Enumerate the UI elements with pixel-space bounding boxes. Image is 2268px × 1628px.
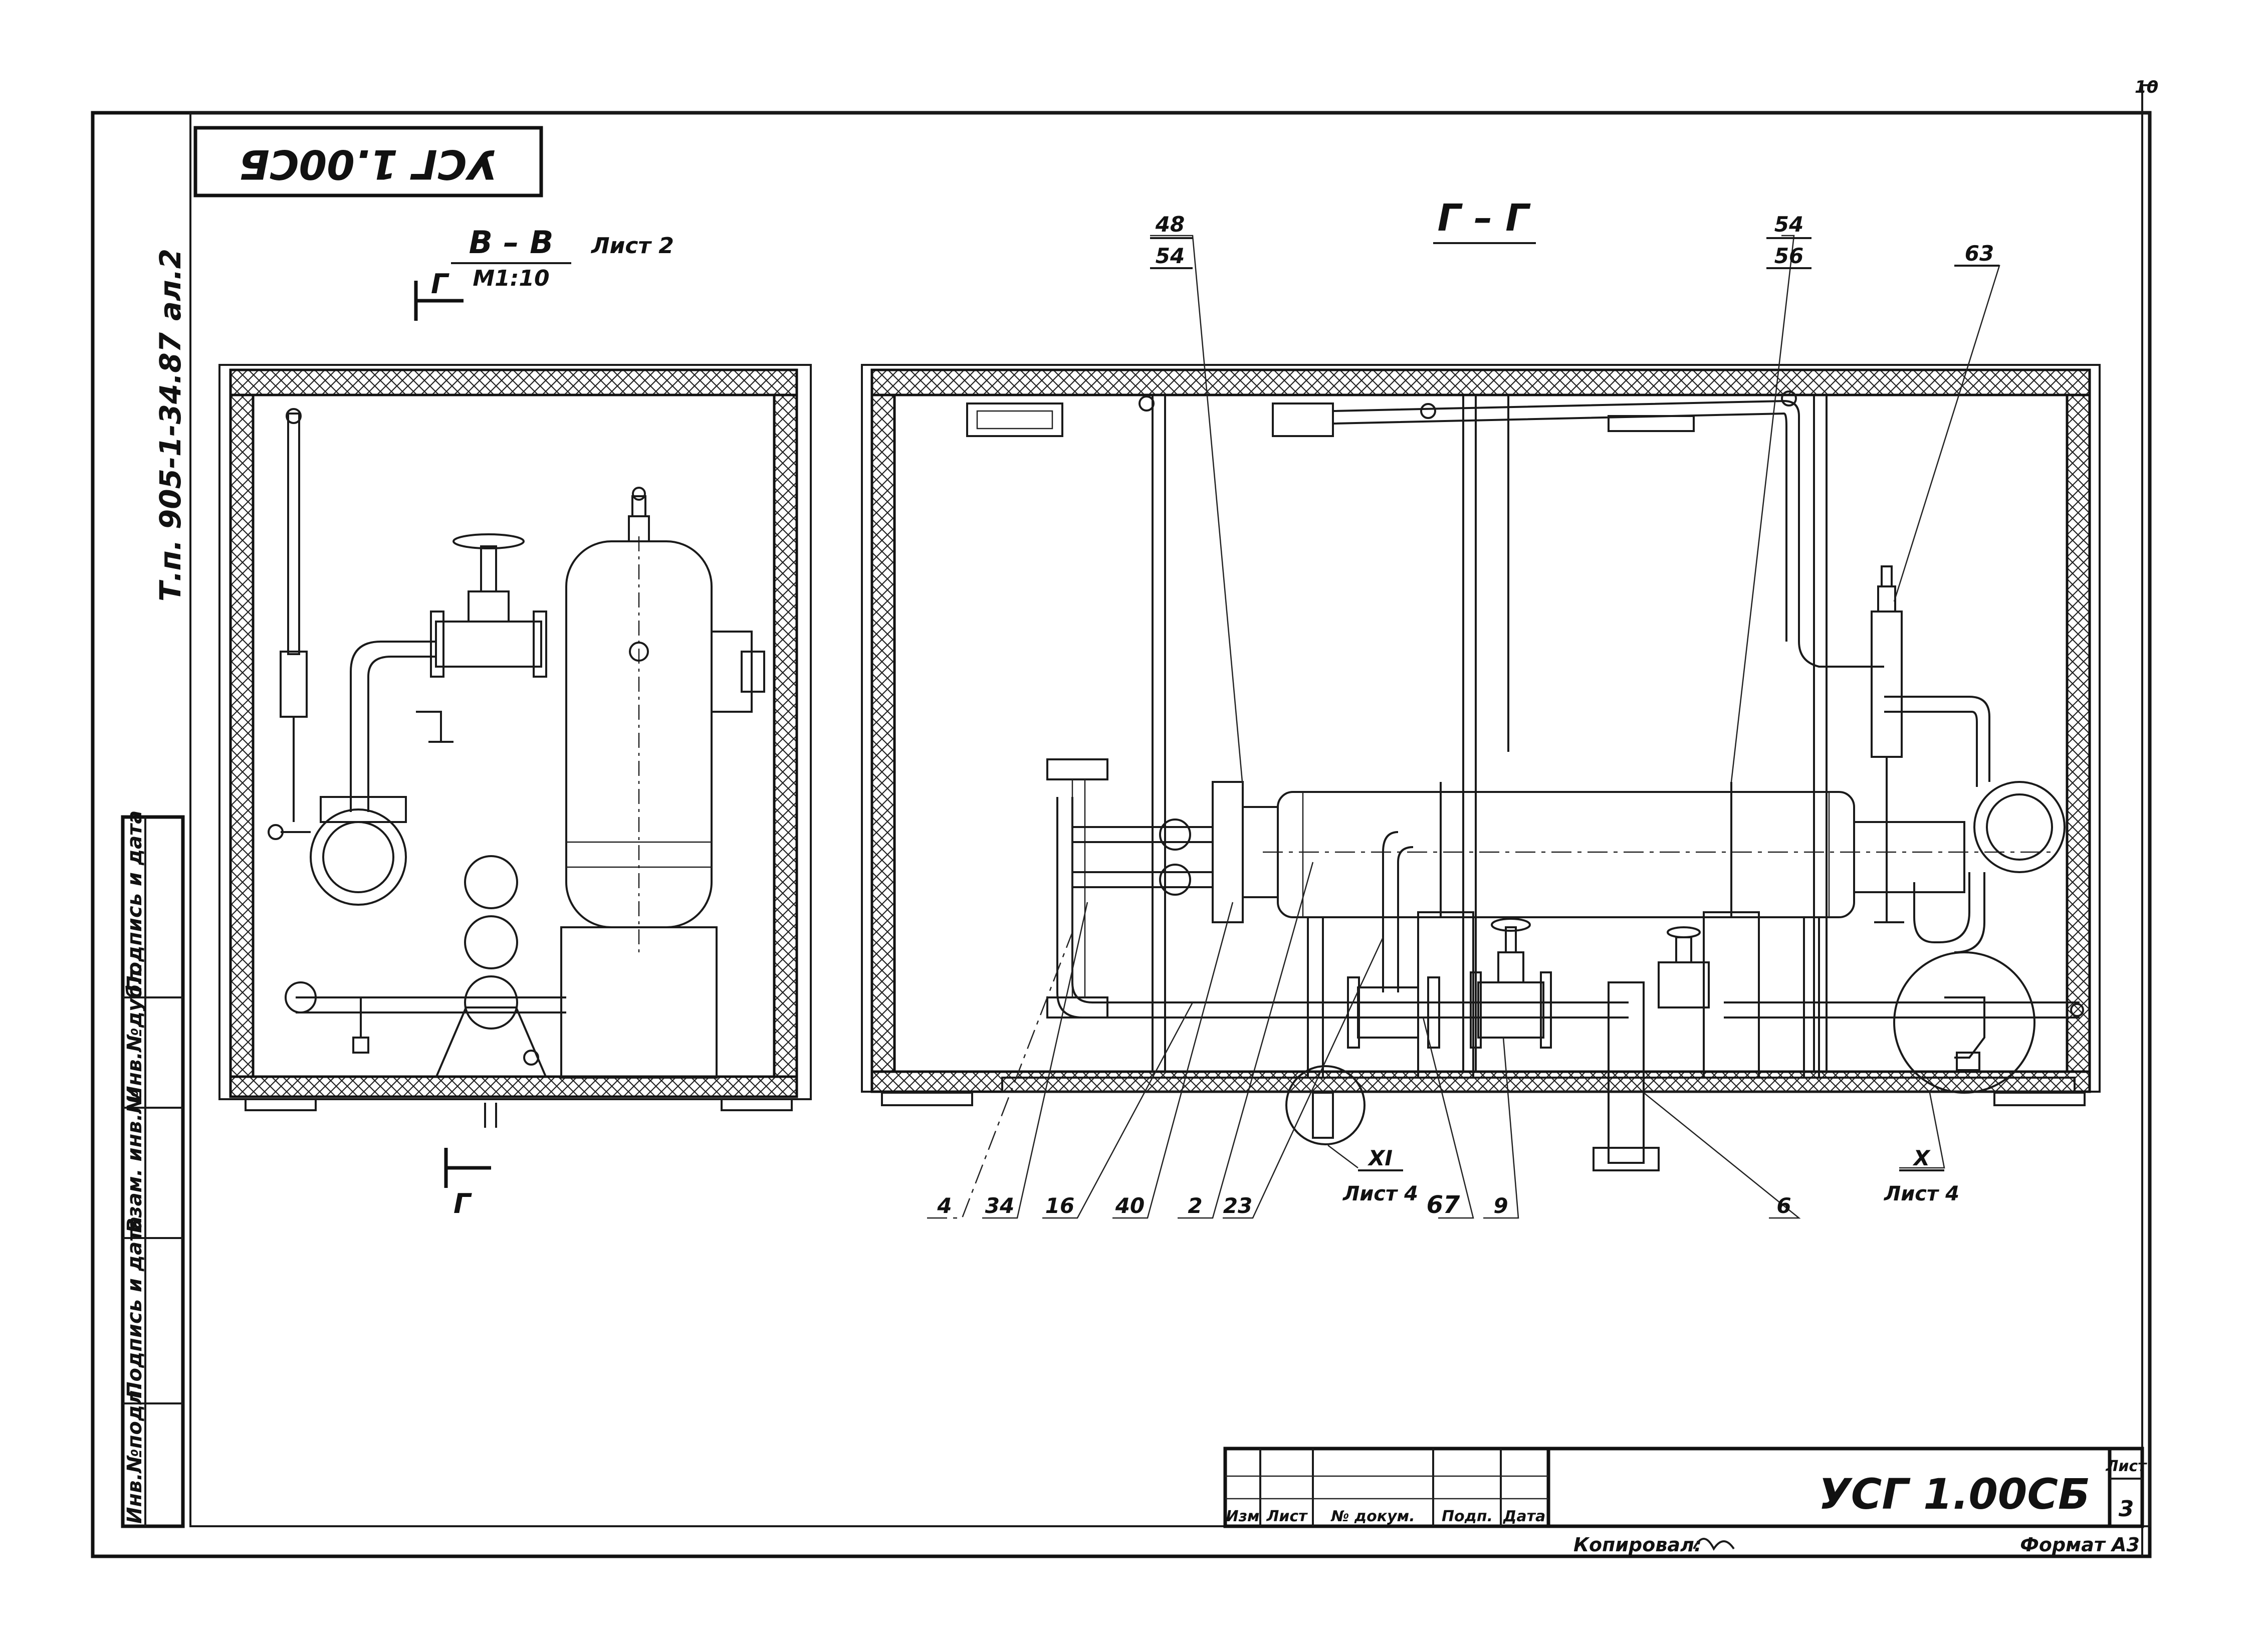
heat-exchanger xyxy=(1212,781,2055,1079)
enclosure-right xyxy=(861,364,2101,1106)
sheet-marker: 10 xyxy=(2135,77,2158,97)
section-title-right: Г – Г xyxy=(1433,196,1536,244)
svg-text:48: 48 xyxy=(1155,212,1185,237)
svg-text:63: 63 xyxy=(1965,241,1994,266)
svg-text:34: 34 xyxy=(985,1193,1014,1218)
svg-text:2: 2 xyxy=(1188,1193,1202,1218)
stamp-vzam-inv: Взам. инв.№ xyxy=(123,1089,146,1233)
svg-text:9: 9 xyxy=(1493,1193,1508,1218)
stamp-inv-podl: Инв.№подл. xyxy=(123,1382,146,1524)
album-ref: Т.п. 905-1-34.87 xyxy=(153,332,187,601)
svg-text:XI: XI xyxy=(1367,1146,1393,1170)
section-title-left: В – В М1:10 Лист 2 xyxy=(451,224,674,291)
enclosure-left xyxy=(218,364,812,1128)
svg-text:54: 54 xyxy=(1774,212,1803,237)
album-part: ал.2 xyxy=(153,249,187,321)
flow-meter-left xyxy=(268,796,407,906)
svg-text:67: 67 xyxy=(1427,1191,1460,1219)
valve-small-right xyxy=(1658,926,1710,1008)
tb-header-sign: Подп. xyxy=(1442,1508,1493,1525)
detail-circle-x xyxy=(1893,951,2035,1094)
tb-header-izm: Изм xyxy=(1226,1508,1259,1525)
svg-text:Лист 2: Лист 2 xyxy=(590,233,674,259)
svg-text:Лист 4: Лист 4 xyxy=(1884,1182,1959,1205)
svg-text:40: 40 xyxy=(1115,1193,1145,1218)
svg-text:Г: Г xyxy=(453,1188,472,1219)
pipe-left-vertical xyxy=(280,408,566,1066)
vessel-separator xyxy=(560,487,765,1079)
vent-grilles xyxy=(966,402,1695,437)
inlet-manifold xyxy=(1046,758,1213,1019)
svg-text:М1:10: М1:10 xyxy=(473,266,549,291)
detail-circle-xi xyxy=(1285,1065,1366,1145)
svg-text:4: 4 xyxy=(937,1193,952,1218)
svg-text:16: 16 xyxy=(1045,1193,1074,1218)
svg-text:Лист 4: Лист 4 xyxy=(1342,1182,1418,1205)
tb-code: УСГ 1.00СБ xyxy=(1819,1470,2090,1519)
copied-signature xyxy=(1693,1538,1735,1551)
tb-copied: Копировал: xyxy=(1573,1534,1702,1556)
svg-text:23: 23 xyxy=(1223,1193,1252,1218)
tb-sheet-number: 3 xyxy=(2119,1496,2134,1522)
tb-format: Формат А3 xyxy=(2020,1534,2140,1556)
svg-text:56: 56 xyxy=(1774,244,1803,268)
svg-text:В – В: В – В xyxy=(469,224,554,261)
svg-text:Г – Г: Г – Г xyxy=(1438,196,1531,240)
valve-9 xyxy=(1470,918,1552,1049)
pipe-z-bend xyxy=(416,711,453,743)
frame-posts xyxy=(1139,395,1828,1073)
cut-mark-bottom: Г xyxy=(444,1148,491,1219)
rotated-code: УСГ 1.00СБ xyxy=(239,141,498,187)
sheet-frame xyxy=(91,84,2155,1558)
svg-text:X: X xyxy=(1912,1146,1931,1170)
callouts-top: 48 54 54 56 63 xyxy=(1150,212,1999,269)
side-stamp xyxy=(121,815,185,1528)
callouts-bottom: 4 34 16 40 2 23 67 9 6 xyxy=(937,1191,1791,1219)
valve-left xyxy=(350,533,547,812)
stamp-sign-date-1: Подпись и дата xyxy=(123,1216,146,1398)
rotated-code-box: УСГ 1.00СБ xyxy=(193,126,543,197)
ceiling-pipe xyxy=(1332,390,1884,668)
title-block xyxy=(1223,1447,2144,1528)
detail-ref-x: X Лист 4 xyxy=(1884,1146,1959,1205)
stamp-sign-date-2: Подпись и дата xyxy=(123,810,146,992)
strainer-column xyxy=(435,855,547,1078)
tb-header-list: Лист xyxy=(1266,1508,1308,1525)
svg-text:6: 6 xyxy=(1776,1193,1791,1218)
detail-ref-xi: XI Лист 4 xyxy=(1342,1146,1418,1205)
valve-67 xyxy=(1347,976,1440,1049)
tb-header-date: Дата xyxy=(1503,1508,1546,1525)
meter-right xyxy=(1884,696,2066,953)
svg-text:54: 54 xyxy=(1156,244,1185,268)
leader-lines xyxy=(927,235,2000,1219)
svg-text:Г: Г xyxy=(431,268,449,300)
tb-sheet-label: Лист xyxy=(2105,1458,2147,1475)
tb-header-doc: № докум. xyxy=(1330,1508,1415,1525)
regulator-63 xyxy=(1871,565,1904,923)
stamp-inv-dubl: Инв.№дубл. xyxy=(123,962,146,1103)
cut-mark-top: Г xyxy=(414,268,464,321)
